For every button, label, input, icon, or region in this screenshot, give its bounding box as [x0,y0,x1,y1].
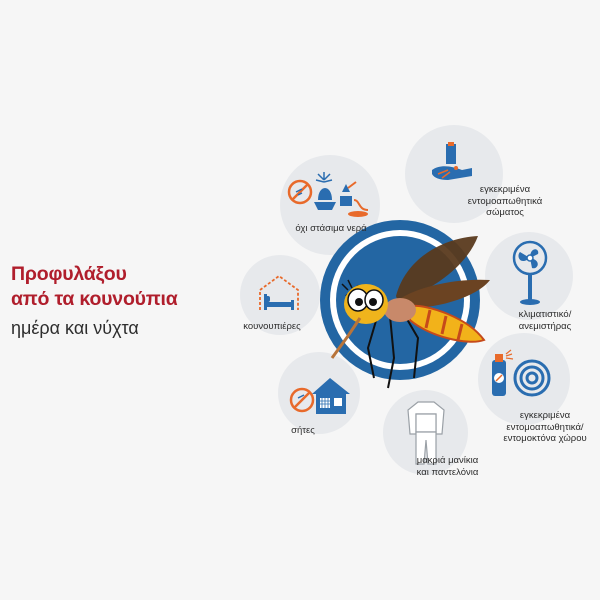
label-line: όχι στάσιμα νερά [295,223,367,234]
standing-fan-icon [512,240,548,305]
label-ac-fan: κλιματιστικό/ ανεμιστήρας [495,309,595,332]
label-long-clothing: μακριά μανίκια και παντελόνια [395,455,500,478]
label-line: σήτες [291,425,315,436]
label-line: και παντελόνια [416,466,479,478]
label-mosquito-nets: κουνουπιέρες [222,321,322,333]
spray-coil-icon [492,349,551,397]
label-no-standing-water: όχι στάσιμα νερά [276,223,386,235]
headline: Προφυλάξου από τα κουνούπια ημέρα και νύ… [11,262,251,340]
headline-subtitle: ημέρα και νύχτα [11,318,139,338]
repellent-tube-hand-icon [432,142,472,180]
label-line: ανεμιστήρας [518,320,572,332]
label-line: εγκεκριμένα [519,410,571,421]
label-line: κλιματιστικό/ [518,309,572,320]
bubble-mosquito-nets [240,255,320,335]
long-clothes-icon [407,401,445,465]
headline-line-1: Προφυλάξου [11,263,127,285]
label-line: σώματος [486,207,524,218]
house-screen-icon [289,378,350,414]
mosquito-emblem [320,220,490,389]
label-body-repellent: εγκεκριμένα εντομοαπωθητικά σώματος [440,184,570,219]
label-line: εντομοκτόνα χώρου [503,433,587,444]
label-screens: σήτες [268,425,338,437]
label-line: μακριά μανίκια [416,455,479,466]
label-line: κουνουπιέρες [243,321,301,332]
label-line: εντομοαπωθητικά [467,195,543,207]
bed-net-icon [259,274,299,310]
headline-line-2: από τα κουνούπια [11,288,178,310]
label-line: εντομοαπωθητικά/ [506,421,584,433]
label-space-repellent: εγκεκριμένα εντομοαπωθητικά/ εντομοκτόνα… [490,410,600,445]
potted-plant-water-icon [287,172,369,217]
label-line: εγκεκριμένα [479,184,531,195]
